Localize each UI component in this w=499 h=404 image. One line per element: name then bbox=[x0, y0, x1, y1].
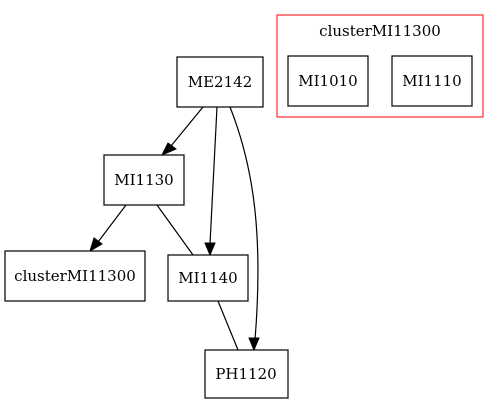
node-mi1010-label: MI1010 bbox=[298, 72, 357, 90]
node-mi1110-box bbox=[391, 55, 473, 107]
node-mi1110-label: MI1110 bbox=[402, 72, 461, 90]
edge-me2142-mi1130 bbox=[170, 106, 204, 147]
node-ph1120-box bbox=[204, 349, 289, 399]
node-mi1110[interactable]: MI1110 bbox=[391, 55, 473, 107]
arrowhead-mi1130 bbox=[160, 142, 177, 156]
node-mi1140[interactable]: MI1140 bbox=[167, 254, 249, 302]
node-mi1130-box bbox=[103, 154, 185, 206]
cluster-title: clusterMI11300 bbox=[319, 22, 441, 40]
node-mi1140-box bbox=[167, 254, 249, 302]
arrowhead-mi1140 bbox=[204, 242, 216, 257]
edge-mi1140-ph1120 bbox=[217, 300, 239, 351]
cluster-group: clusterMI11300 MI1010 MI1110 bbox=[276, 14, 484, 118]
node-cluster-mi11300-label: clusterMI11300 bbox=[14, 267, 136, 285]
arrowhead-ph1120 bbox=[248, 337, 260, 352]
node-cluster-mi11300[interactable]: clusterMI11300 bbox=[4, 250, 146, 302]
node-me2142[interactable]: ME2142 bbox=[176, 56, 264, 108]
node-mi1010[interactable]: MI1010 bbox=[287, 55, 369, 107]
edge-mi1130-mi1140 bbox=[156, 204, 194, 256]
edge-mi1130-cluster bbox=[97, 204, 127, 243]
node-me2142-label: ME2142 bbox=[188, 73, 252, 91]
arrowhead-cluster-node bbox=[89, 237, 103, 253]
node-cluster-mi11300-box bbox=[4, 250, 146, 302]
node-mi1010-box bbox=[287, 55, 369, 107]
node-mi1130-label: MI1130 bbox=[114, 171, 173, 189]
node-mi1130[interactable]: MI1130 bbox=[103, 154, 185, 206]
node-me2142-box bbox=[176, 56, 264, 108]
edge-me2142-ph1120 bbox=[229, 106, 259, 341]
node-ph1120-label: PH1120 bbox=[215, 365, 276, 383]
edge-me2142-mi1140 bbox=[209, 106, 218, 245]
node-ph1120[interactable]: PH1120 bbox=[204, 349, 289, 399]
node-mi1140-label: MI1140 bbox=[178, 269, 237, 287]
cluster-border bbox=[276, 14, 484, 118]
edges-group bbox=[89, 106, 260, 352]
